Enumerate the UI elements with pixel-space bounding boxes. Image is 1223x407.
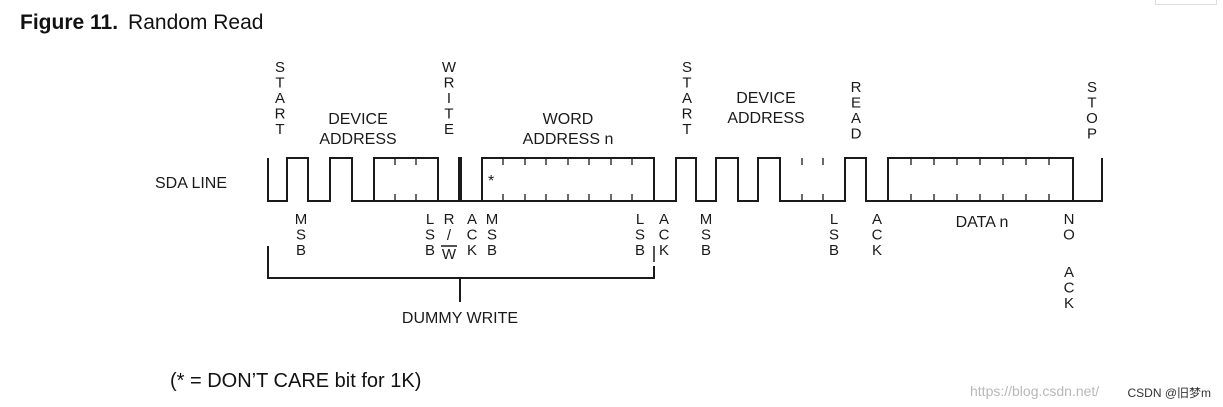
label-device-address-line1: DEVICE xyxy=(328,111,388,128)
dummy-write-label: DUMMY WRITE xyxy=(402,310,518,327)
bit-ticks xyxy=(394,158,1050,201)
label-rw-r: R xyxy=(444,211,455,228)
label-device-address-line2: ADDRESS xyxy=(319,131,396,148)
label-rw-slash: / xyxy=(447,227,452,244)
dummy-write-bracket xyxy=(267,246,655,302)
csdn-badge: CSDN @旧梦m xyxy=(1127,386,1211,400)
figure-caption: Random Read xyxy=(128,11,264,34)
figure-title: Figure 11. Random Read xyxy=(20,11,263,35)
label-word-address-line1: WORD xyxy=(543,111,594,128)
figure-number: Figure 11. xyxy=(20,11,119,34)
label-word-address-line2: ADDRESS n xyxy=(523,131,614,148)
label-rw-w: W xyxy=(442,246,457,263)
sda-line-label: SDA LINE xyxy=(155,175,227,192)
watermark-url: https://blog.csdn.net/ xyxy=(970,383,1100,399)
label-device-address2-line1: DEVICE xyxy=(736,90,796,107)
footnote: (* = DON’T CARE bit for 1K) xyxy=(170,370,422,392)
dont-care-marker: * xyxy=(488,173,494,190)
label-data-n: DATA n xyxy=(956,214,1009,231)
label-device-address2-line2: ADDRESS xyxy=(727,110,804,127)
sda-waveform xyxy=(267,157,1103,202)
corner-frame xyxy=(1155,0,1217,5)
